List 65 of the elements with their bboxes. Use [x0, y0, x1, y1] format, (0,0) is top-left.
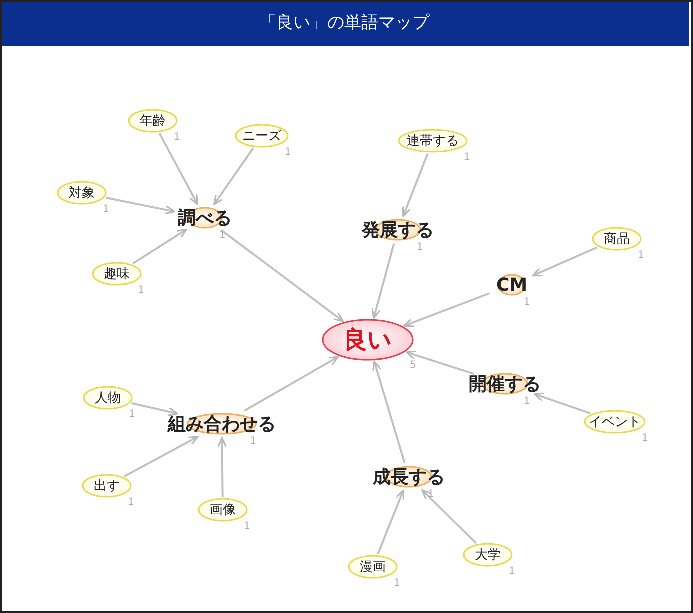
arrow — [402, 154, 429, 217]
arrow — [214, 148, 254, 206]
leaf-word-node — [82, 474, 132, 498]
word-label: 連帯する — [407, 133, 459, 150]
word-label: 趣味 — [104, 266, 130, 283]
arrow — [534, 392, 591, 415]
arrow — [404, 292, 490, 328]
leaf-word-node — [584, 410, 646, 434]
word-label: 出す — [94, 478, 120, 495]
count-label: 1 — [642, 433, 648, 444]
count-label: 1 — [428, 489, 434, 500]
word-label: 商品 — [604, 231, 630, 248]
count-label: 1 — [244, 521, 250, 532]
leaf-word-node — [398, 129, 468, 153]
word-label: イベント — [589, 414, 641, 431]
count-label: 1 — [524, 297, 530, 308]
count-label: 1 — [464, 152, 470, 163]
word-label: 画像 — [210, 502, 236, 519]
count-label: 1 — [509, 566, 516, 577]
word-label: 対象 — [69, 185, 95, 202]
count-label: 1 — [128, 497, 134, 508]
count-label: 1 — [416, 242, 424, 253]
arrow — [532, 246, 598, 277]
arrow — [406, 350, 474, 375]
count-label: 1 — [174, 132, 180, 143]
title-banner: 「良い」の単語マップ — [0, 0, 689, 46]
count-label: 1 — [394, 578, 400, 589]
leaf-word-node — [128, 109, 178, 133]
arrow — [131, 402, 178, 417]
count-label: 1 — [129, 409, 136, 420]
leaf-word-node — [57, 181, 107, 205]
count-label: 5 — [410, 360, 416, 371]
arrow — [124, 436, 199, 478]
leaf-word-node — [592, 227, 642, 251]
word-label: 大学 — [475, 547, 501, 564]
arrow — [158, 133, 199, 206]
count-label: 1 — [138, 285, 144, 296]
leaf-word-node — [83, 386, 133, 410]
word-label: 人物 — [95, 390, 121, 407]
leaf-word-node — [92, 262, 142, 286]
count-label: 1 — [250, 436, 257, 447]
arrow — [372, 244, 396, 319]
count-label: 1 — [524, 396, 530, 407]
arrow — [132, 228, 188, 265]
count-label: 1 — [638, 250, 644, 261]
arrow — [372, 360, 406, 464]
word-label: 組み合わせる — [168, 413, 276, 436]
word-label: 良い — [344, 325, 392, 356]
arrow — [377, 490, 405, 555]
center-word-node — [322, 319, 414, 361]
arrow — [106, 196, 176, 215]
word-label: ニーズ — [242, 128, 282, 145]
leaf-word-node — [198, 498, 248, 522]
leaf-word-node — [235, 124, 289, 148]
word-label: 漫画 — [360, 559, 386, 576]
arrow — [422, 490, 477, 544]
word-label: 年齢 — [140, 113, 166, 130]
count-label: 1 — [103, 204, 110, 215]
arrow — [220, 229, 344, 322]
arrow — [244, 356, 340, 412]
count-label: 1 — [285, 147, 292, 158]
leaf-word-node — [348, 555, 398, 579]
leaf-word-node — [463, 543, 513, 567]
count-label: 1 — [220, 230, 226, 241]
arrow — [217, 437, 228, 498]
